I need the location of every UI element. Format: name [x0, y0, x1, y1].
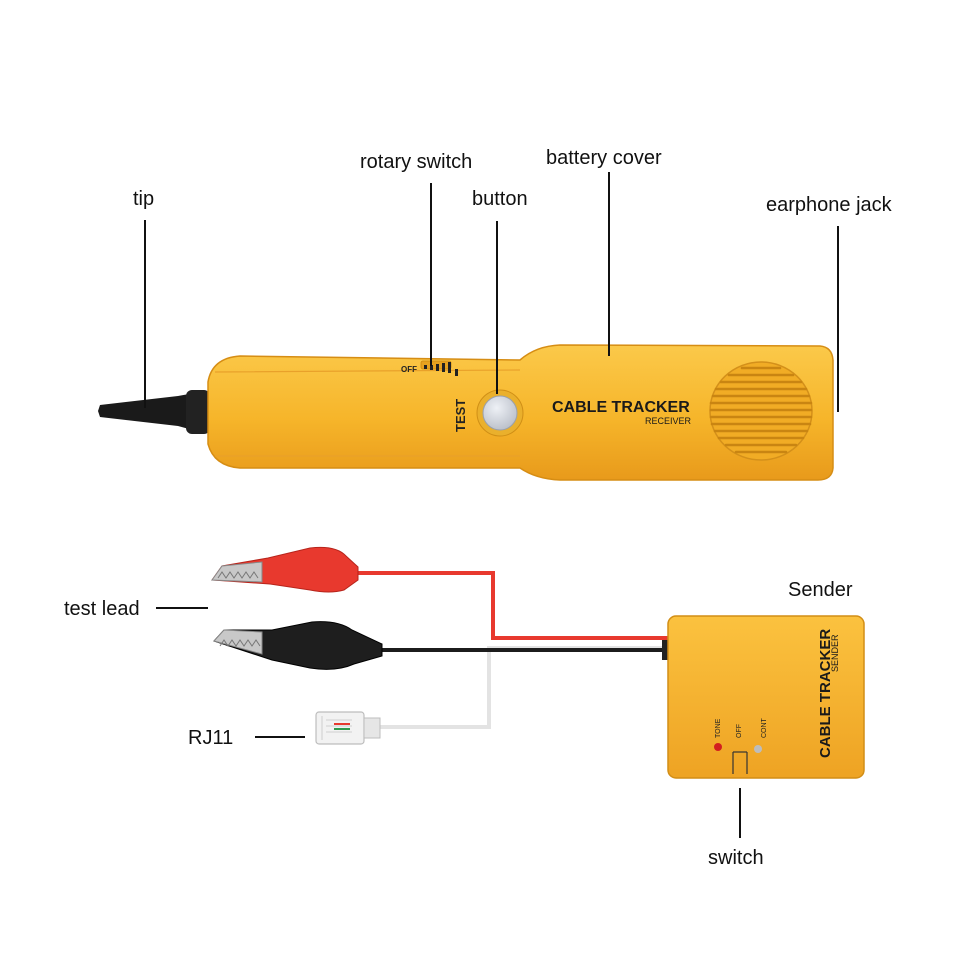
earphone-jack-label: earphone jack	[766, 194, 892, 216]
test-leads	[211, 546, 668, 745]
rj11-plug-icon	[315, 711, 381, 745]
rotary-switch-label: rotary switch	[360, 151, 473, 173]
mode-switch[interactable]	[732, 751, 748, 774]
sender-model: SENDER	[830, 634, 840, 672]
button-label: button	[472, 188, 528, 210]
tone-led-icon	[714, 743, 722, 751]
tip-collar	[186, 390, 210, 434]
rj11-label: RJ11	[188, 727, 234, 749]
sender-body	[667, 615, 865, 779]
sender-brand: CABLE TRACKER	[817, 629, 834, 758]
cont-label: CONT	[761, 717, 768, 738]
sender-label: Sender	[788, 579, 853, 601]
callout-lines	[144, 172, 839, 838]
receiver: OFF TEST CABLE TRACKER RECEIVER	[98, 344, 834, 481]
alligator-clip-black-icon	[213, 621, 383, 670]
test-button[interactable]	[476, 389, 524, 437]
cont-led-icon	[754, 745, 762, 753]
test-label: TEST	[453, 399, 468, 432]
speaker-grille	[709, 361, 813, 461]
rotary-switch[interactable]	[420, 360, 458, 376]
receiver-tip	[98, 392, 208, 432]
switch-label: switch	[708, 847, 764, 869]
test-lead-label: test lead	[64, 598, 140, 620]
receiver-brand: CABLE TRACKER	[552, 399, 690, 416]
alligator-clip-red-icon	[211, 546, 359, 593]
tone-label: TONE	[715, 718, 722, 738]
sender-off-label: OFF	[736, 724, 743, 738]
tip-label: tip	[133, 188, 155, 210]
battery-cover-label: battery cover	[546, 147, 662, 169]
rotary-off-label: OFF	[401, 365, 417, 374]
receiver-model: RECEIVER	[645, 416, 692, 426]
sender-unit: CABLE TRACKER SENDER TONE OFF CONT	[662, 615, 865, 779]
